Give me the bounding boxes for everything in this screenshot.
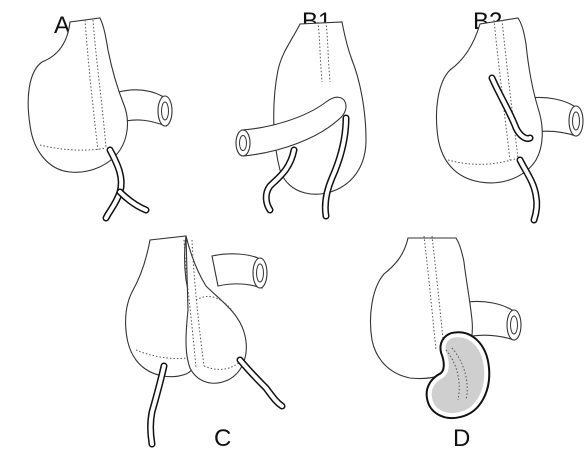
panel-b1-drawing bbox=[236, 22, 366, 216]
panel-b2-body bbox=[437, 18, 543, 183]
panel-d-drawing bbox=[371, 236, 522, 415]
panel-b1-tube-opening bbox=[236, 130, 250, 156]
panel-d-tube-opening bbox=[507, 310, 521, 340]
panel-c-tube-opening bbox=[253, 258, 267, 288]
panel-c-drawing bbox=[126, 236, 282, 444]
panel-b2-drawing bbox=[437, 18, 584, 220]
panel-b2-tube-opening bbox=[569, 106, 583, 136]
panel-a-drawing bbox=[28, 18, 172, 218]
panel-a-tube-opening bbox=[158, 96, 172, 126]
